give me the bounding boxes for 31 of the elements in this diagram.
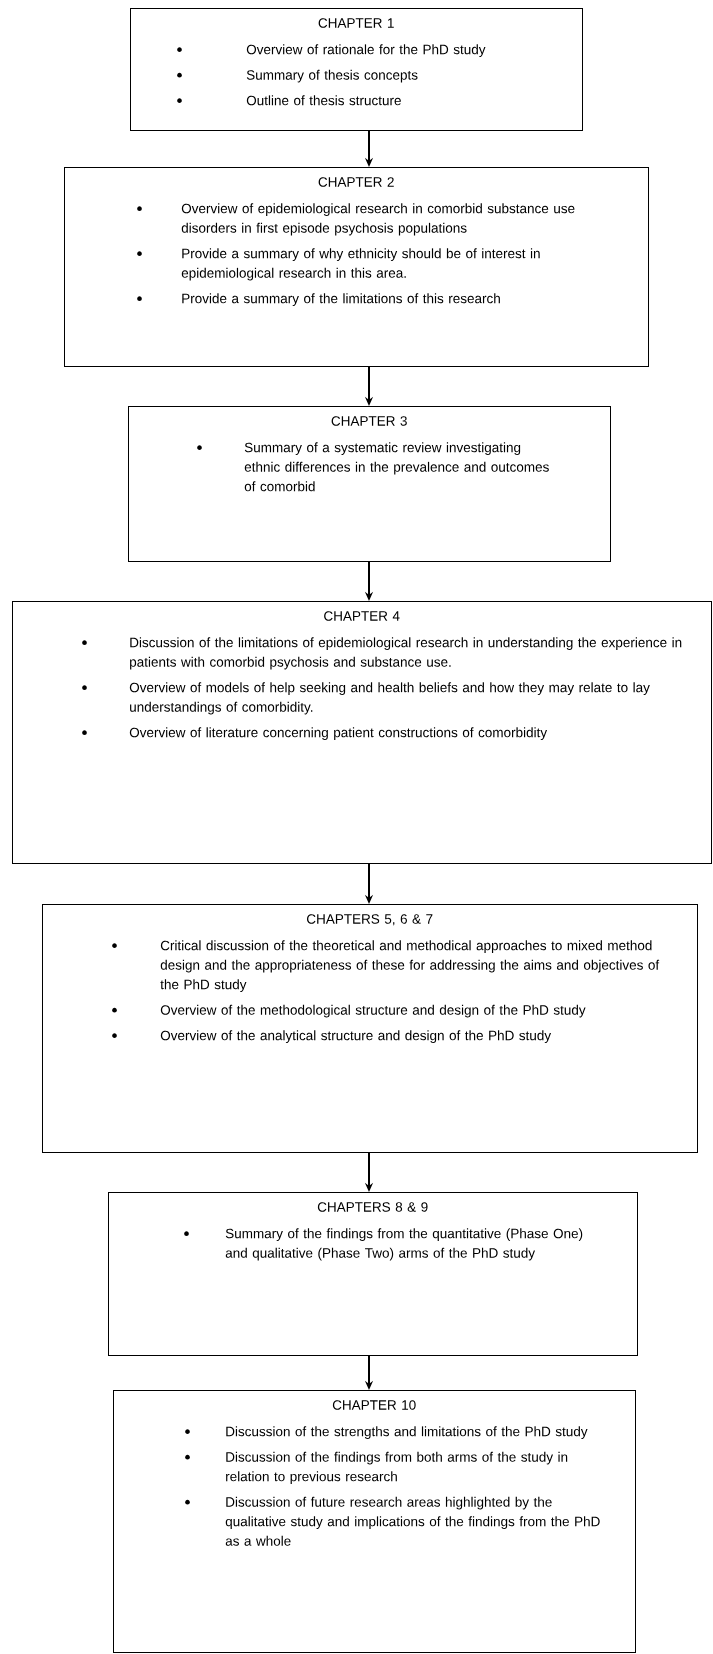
bullet-item: Discussion of future research areas highlighted by the qualitative study and implications of the findings from the PhD as a whole: [185, 1496, 600, 1546]
chapter-heading: CHAPTERS 5, 6 & 7: [307, 914, 433, 926]
chapter-box: [108, 1192, 638, 1356]
bullet-item: Outline of thesis structure: [177, 95, 401, 106]
chapter-heading: CHAPTER 1: [318, 18, 394, 28]
bullet-item: Overview of epidemiological research in comorbid substance use disorders in first episode psychosis populations: [137, 203, 575, 236]
bullet-item: Discussion of the strengths and limitations of the PhD study: [185, 1426, 588, 1439]
chapter-box: [128, 406, 611, 562]
bullet-item: Overview of literature concerning patient constructions of comorbidity: [82, 727, 548, 740]
bullet-item: Overview of the methodological structure and design of the PhD study: [112, 1004, 586, 1018]
chapter-heading: CHAPTERS 8 & 9: [317, 1202, 428, 1212]
bullet-item: Provide a summary of the limitations of this research: [137, 293, 500, 306]
chapter-heading: CHAPTER 3: [331, 416, 407, 426]
bullet-item: Overview of the analytical structure and design of the PhD study: [112, 1030, 552, 1043]
bullet-item: Provide a summary of why ethnicity should be of interest in epidemiological research in this area.: [137, 248, 540, 281]
chapter-box: [130, 8, 583, 131]
bullet-item: Overview of rationale for the PhD study: [177, 44, 486, 57]
chapter-heading: CHAPTER 2: [318, 177, 394, 187]
bullet-item: Discussion of the findings from both arms of the study in relation to previous research: [185, 1451, 568, 1484]
chapter-box: [64, 167, 649, 367]
bullet-item: Discussion of the limitations of epidemiological research in understanding the experience in patients with comorbid psychosis and substance use.: [82, 637, 682, 670]
chapter-box: [113, 1390, 636, 1653]
chapter-heading: CHAPTER 10: [332, 1400, 416, 1410]
chapter-box: [12, 601, 712, 864]
bullet-item: Summary of thesis concepts: [177, 69, 418, 83]
bullet-item: Critical discussion of the theoretical and methodical approaches to mixed method design and the appropriateness of these for addressing the aims and objectives of the PhD study: [112, 940, 660, 992]
chapter-box: [42, 904, 698, 1153]
bullet-item: Summary of a systematic review investigating ethnic differences in the prevalence and outcomes of comorbid: [197, 442, 549, 492]
chapter-heading: CHAPTER 4: [324, 611, 400, 621]
bullet-item: Overview of models of help seeking and health beliefs and how they may relate to lay understandings of comorbidity.: [82, 682, 650, 715]
bullet-item: Summary of the findings from the quantitative (Phase One) and qualitative (Phase Two) arms of the PhD study: [184, 1228, 583, 1261]
